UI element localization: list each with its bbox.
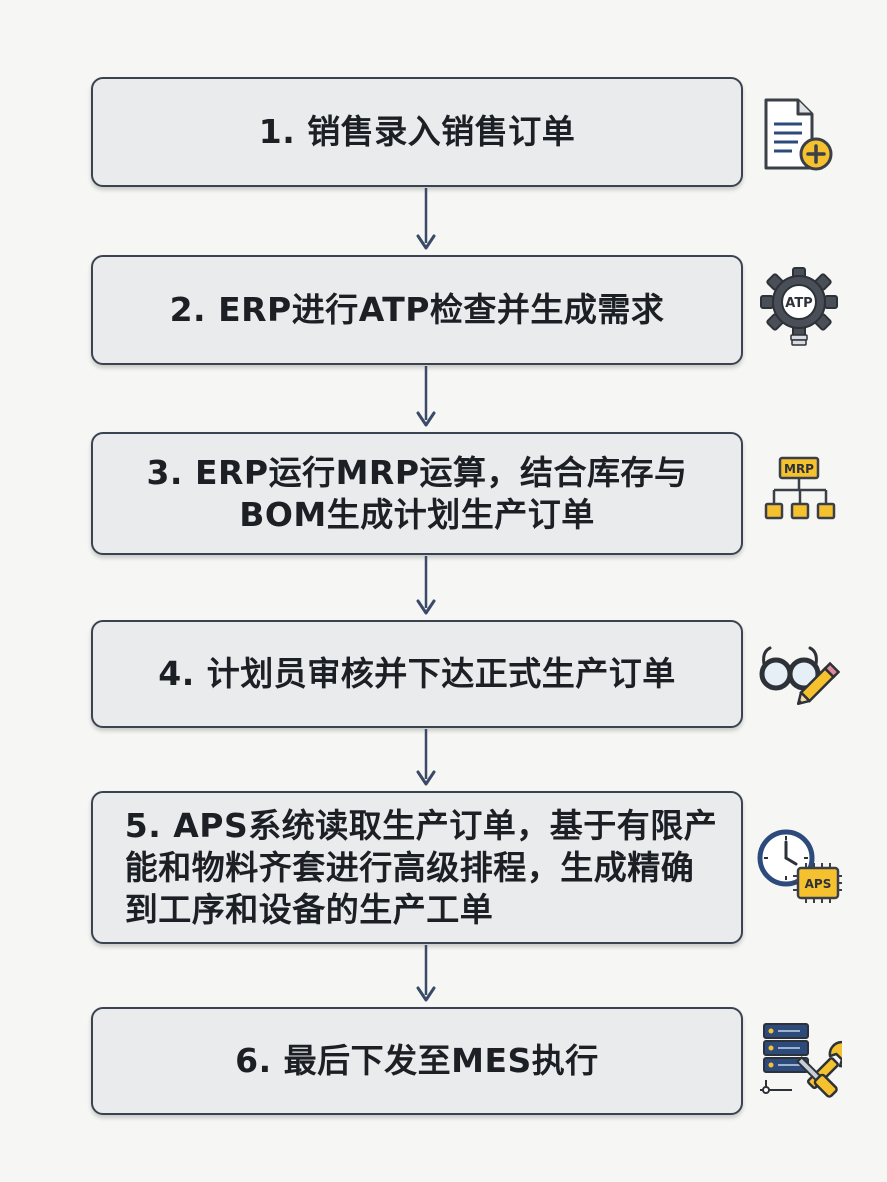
server-tools-icon bbox=[760, 1023, 842, 1098]
step-2-label: 2. ERP进行ATP检查并生成需求 bbox=[169, 290, 665, 329]
step-1-box: 1. 销售录入销售订单 bbox=[91, 77, 743, 187]
aps-icon-text: APS bbox=[805, 877, 832, 891]
step-4-label: 4. 计划员审核并下达正式生产订单 bbox=[158, 654, 676, 693]
arrow-3-to-4 bbox=[416, 556, 436, 615]
step-4-box: 4. 计划员审核并下达正式生产订单 bbox=[91, 620, 743, 728]
step-6-label: 6. 最后下发至MES执行 bbox=[235, 1041, 599, 1080]
step-5-box: 5. APS系统读取生产订单，基于有限产 能和物料齐套进行高级排程，生成精确 到… bbox=[91, 791, 743, 944]
arrow-1-to-2 bbox=[416, 188, 436, 250]
arrow-4-to-5 bbox=[416, 729, 436, 786]
step-1-label: 1. 销售录入销售订单 bbox=[258, 112, 576, 151]
step-5-line-2: 能和物料齐套进行高级排程，生成精确 bbox=[124, 847, 695, 887]
hierarchy-icon: MRP bbox=[764, 456, 836, 520]
document-add-icon bbox=[764, 98, 833, 171]
step-5-label: 5. APS系统读取生产订单，基于有限产 能和物料齐套进行高级排程，生成精确 到… bbox=[103, 805, 731, 931]
gear-bulb-icon: ATP bbox=[760, 267, 838, 346]
step-3-line-1: 3. ERP运行MRP运算，结合库存与 bbox=[146, 452, 688, 492]
step-3-box: 3. ERP运行MRP运算，结合库存与 BOM生成计划生产订单 bbox=[91, 432, 743, 555]
step-5-line-3: 到工序和设备的生产工单 bbox=[124, 889, 494, 929]
step-3-label: 3. ERP运行MRP运算，结合库存与 BOM生成计划生产订单 bbox=[146, 452, 687, 536]
step-5-line-1: 5. APS系统读取生产订单，基于有限产 bbox=[124, 805, 718, 845]
arrow-2-to-3 bbox=[416, 366, 436, 427]
atp-icon-text: ATP bbox=[785, 296, 812, 311]
step-2-box: 2. ERP进行ATP检查并生成需求 bbox=[91, 255, 743, 365]
arrow-5-to-6 bbox=[416, 945, 436, 1002]
step-3-line-2: BOM生成计划生产订单 bbox=[239, 494, 595, 534]
clock-chip-icon: APS bbox=[757, 829, 842, 903]
step-6-box: 6. 最后下发至MES执行 bbox=[91, 1007, 743, 1115]
mrp-icon-text: MRP bbox=[784, 462, 814, 476]
glasses-pencil-icon bbox=[759, 646, 841, 706]
